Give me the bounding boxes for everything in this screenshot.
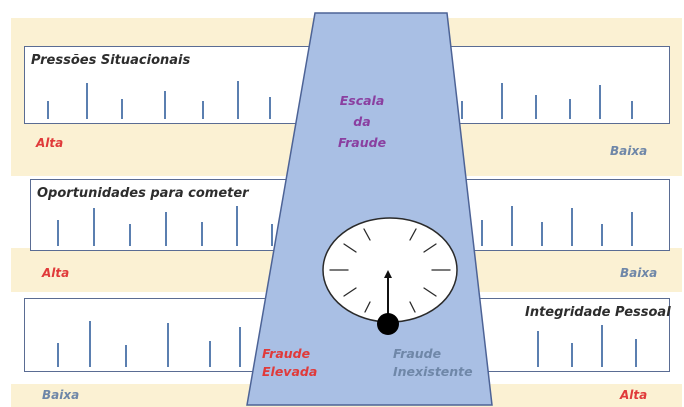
- scale-pressoes-right: [440, 46, 670, 124]
- scale-tick: [165, 212, 167, 246]
- scale-tick: [631, 212, 633, 246]
- scale-tick: [57, 343, 59, 367]
- scale-tick: [501, 83, 503, 119]
- scale-oportunidades-right-label: Baixa: [620, 266, 658, 280]
- center-title-line: da: [353, 114, 371, 129]
- scale-integridade-right-label: Alta: [620, 388, 648, 402]
- scale-tick: [537, 331, 539, 367]
- center-title: Escala da Fraude: [330, 90, 394, 153]
- scale-tick: [93, 208, 95, 246]
- scale-tick: [601, 224, 603, 246]
- scale-tick: [202, 101, 204, 119]
- gauge-label-line: Fraude: [393, 346, 442, 361]
- scale-pressoes-right-label: Baixa: [610, 144, 648, 158]
- scale-tick: [47, 101, 49, 119]
- scale-tick: [601, 325, 603, 367]
- scale-title-pressoes: Pressões Situacionais: [31, 53, 191, 68]
- scale-tick: [164, 91, 166, 119]
- center-title-line: Fraude: [337, 135, 387, 150]
- scale-tick: [631, 101, 633, 119]
- gauge-needle-icon: [377, 270, 399, 335]
- scale-tick: [511, 206, 513, 246]
- scale-pressoes-left-label: Alta: [36, 136, 64, 150]
- scale-tick: [167, 323, 169, 367]
- scale-tick: [571, 343, 573, 367]
- scale-tick: [125, 345, 127, 367]
- gauge-dial: [322, 217, 458, 335]
- scale-tick: [481, 220, 483, 246]
- scale-tick: [89, 321, 91, 367]
- scale-tick: [57, 220, 59, 246]
- scale-title-oportunidades: Oportunidades para cometer: [37, 186, 249, 201]
- scale-oportunidades-left-label: Alta: [42, 266, 70, 280]
- scale-tick: [461, 101, 463, 119]
- gauge-label-line: Fraude: [262, 346, 311, 361]
- gauge-label-high: Fraude Elevada: [262, 345, 317, 381]
- scale-tick: [209, 341, 211, 367]
- scale-tick: [635, 339, 637, 367]
- scale-title-integridade: Integridade Pessoal: [525, 305, 671, 320]
- scale-tick: [86, 83, 88, 119]
- scale-tick: [535, 95, 537, 119]
- scale-tick: [237, 81, 239, 119]
- gauge-label-line: Inexistente: [393, 364, 473, 379]
- scale-tick: [571, 208, 573, 246]
- scale-tick: [541, 222, 543, 246]
- gauge-label-none: Fraude Inexistente: [393, 345, 473, 381]
- scale-tick: [569, 99, 571, 119]
- scale-integridade-left-label: Baixa: [42, 388, 80, 402]
- scale-tick: [269, 97, 271, 119]
- scale-tick: [129, 224, 131, 246]
- scale-tick: [599, 85, 601, 119]
- center-title-line: Escala: [339, 93, 385, 108]
- scale-tick: [121, 99, 123, 119]
- scale-tick: [201, 222, 203, 246]
- scale-tick: [271, 224, 273, 246]
- scale-tick: [236, 206, 238, 246]
- scale-oportunidades-right: [440, 179, 670, 251]
- scale-tick: [239, 327, 241, 367]
- gauge-label-line: Elevada: [262, 364, 318, 379]
